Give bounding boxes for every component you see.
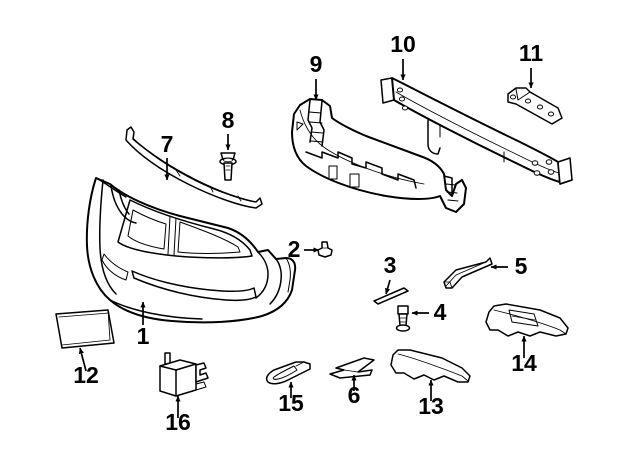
- callout-number-10: 10: [390, 31, 416, 57]
- part-front-lower-molding: [125, 126, 263, 209]
- leader-12: [78, 347, 87, 372]
- part-left-lower-air-deflector: [390, 349, 471, 383]
- part-right-lower-air-deflector: [485, 303, 569, 337]
- callout-number-4: 4: [434, 299, 447, 325]
- part-license-plate-bracket: [55, 309, 115, 349]
- part-energy-absorber: [291, 98, 467, 213]
- leader-3: [385, 279, 391, 295]
- callout-number-3: 3: [384, 252, 397, 278]
- callout-number-14: 14: [511, 350, 537, 376]
- callout-number-15: 15: [278, 390, 304, 416]
- callout-number-9: 9: [310, 51, 323, 77]
- part-mounting-bolt: [219, 152, 237, 181]
- callout-number-7: 7: [161, 131, 174, 157]
- part-tow-hook-cover-clip: [265, 361, 311, 385]
- part-hex-flange-bolt: [395, 305, 411, 332]
- callout-number-2: 2: [288, 236, 301, 262]
- callout-number-6: 6: [348, 382, 361, 408]
- callout-number-5: 5: [515, 253, 528, 279]
- part-bumper-reinforcement-bar: [380, 77, 573, 185]
- callout-number-11: 11: [519, 40, 544, 66]
- part-distance-sensor-module: [159, 352, 209, 397]
- part-bumper-cover: [85, 177, 297, 324]
- part-side-support-bracket: [443, 257, 493, 289]
- part-retainer-strip: [373, 287, 409, 305]
- callout-number-12: 12: [73, 362, 99, 388]
- callout-number-16: 16: [165, 409, 191, 435]
- part-impact-bar-bracket: [507, 87, 563, 125]
- callout-number-13: 13: [418, 393, 444, 419]
- part-push-pin-clip: [317, 241, 333, 258]
- part-corner-clip: [329, 357, 375, 379]
- callout-layer: 1 2 3 4 5 6 7 8 9 10 11 12 13 14 15 16: [73, 31, 543, 435]
- callout-number-8: 8: [222, 107, 235, 133]
- callout-number-1: 1: [137, 323, 150, 349]
